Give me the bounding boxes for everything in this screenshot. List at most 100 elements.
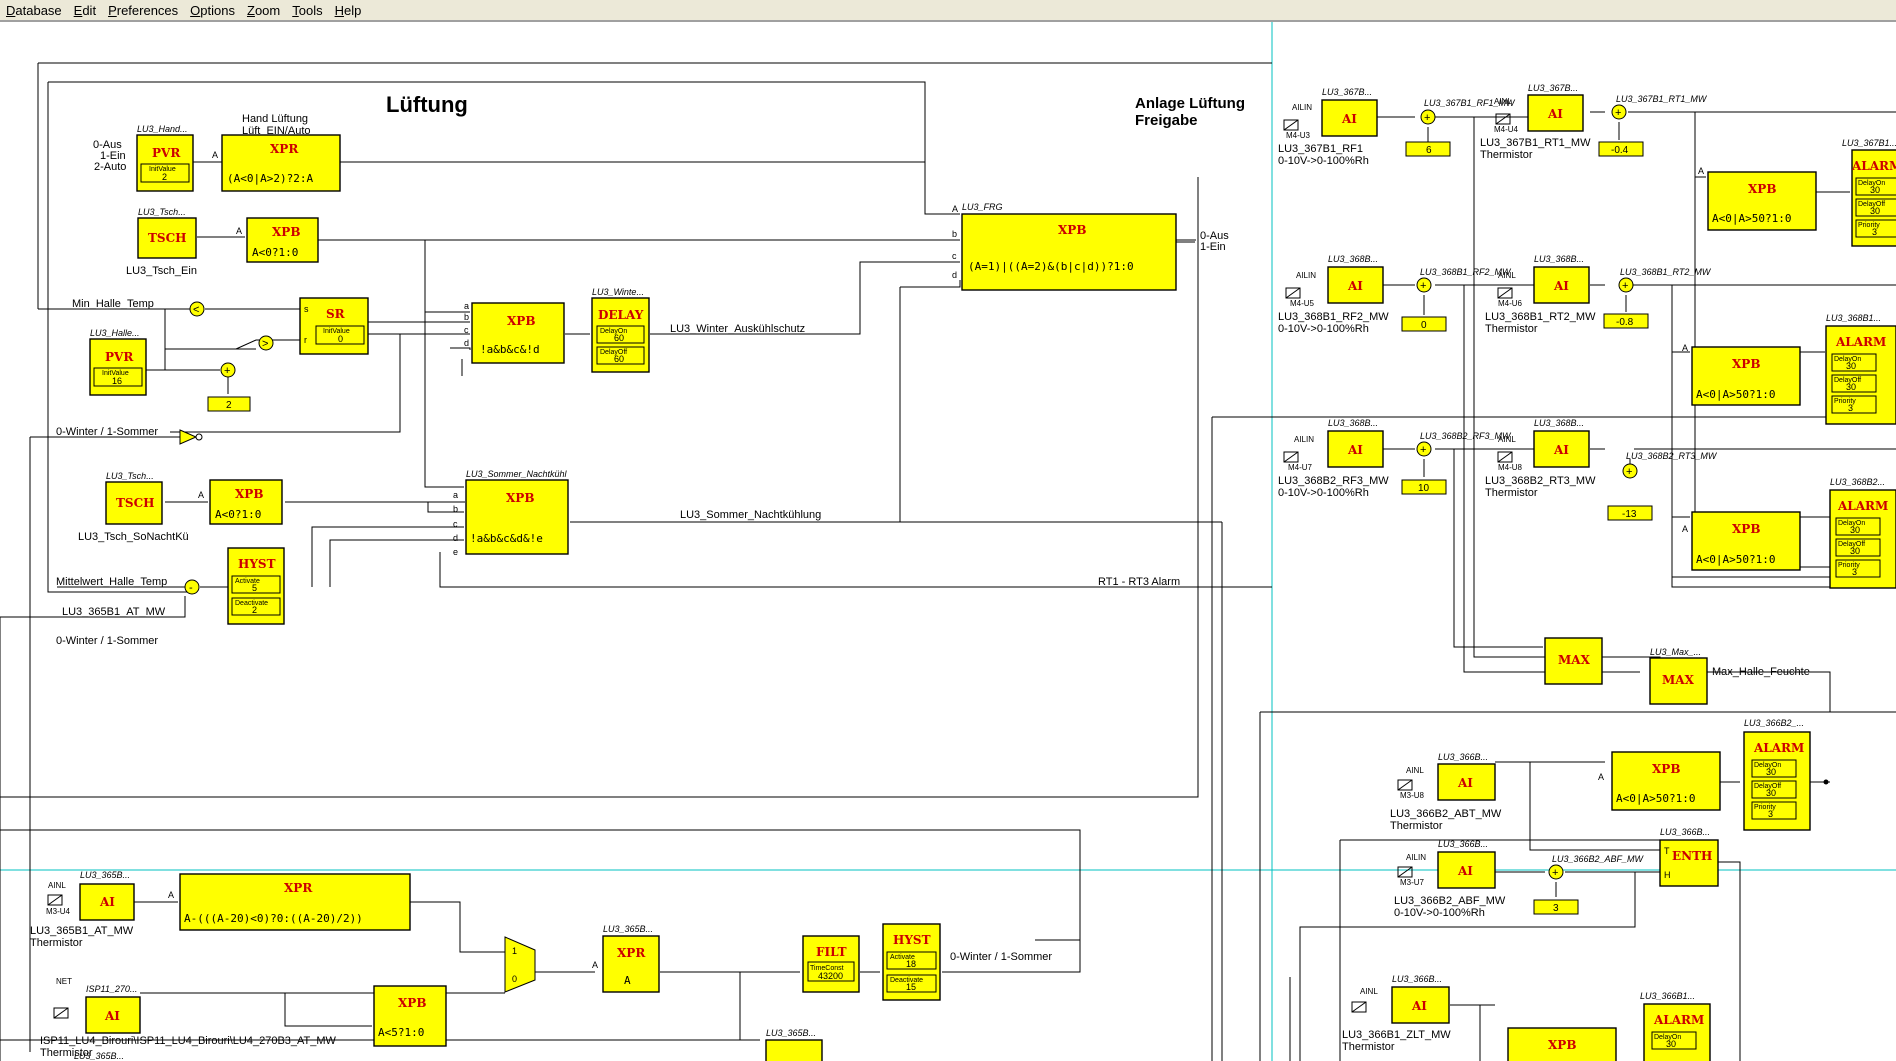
xpr-365-block[interactable]: XPR A-(((A-20)<0)?0:((A-20)/2)): [179, 873, 411, 931]
xpb-zlt-block[interactable]: XPB: [1507, 1027, 1617, 1061]
ai-abt-block[interactable]: LU3_366B... AI: [1437, 752, 1496, 801]
svg-text:0: 0: [338, 334, 343, 344]
label-rf1-range: 0-10V->0-100%Rh: [1278, 155, 1369, 167]
max-2-block[interactable]: LU3_Max_... MAX: [1649, 647, 1708, 705]
alarm-rt1-block[interactable]: LU3_367B1... ALARM DelayOn 30 DelayOff 3…: [1842, 138, 1896, 247]
tag-bottom-xpr-cut: LU3_365B...: [766, 1028, 816, 1038]
svg-text:-0.4: -0.4: [1611, 145, 1629, 156]
svg-text:LU3_366B2_...: LU3_366B2_...: [1744, 718, 1804, 728]
svg-text:DelayOn: DelayOn: [1654, 1034, 1681, 1041]
ainl-zlt-icon: AINL: [1351, 987, 1378, 1013]
svg-text:43200: 43200: [818, 971, 843, 981]
delay-winter-block[interactable]: LU3_Winte... DELAY DelayOn 60 DelayOff 6…: [591, 287, 650, 373]
xpb-tsch2-block[interactable]: XPB A<0?1:0: [209, 479, 283, 525]
xpb-frg-block[interactable]: XPB (A=1)|((A=2)&(b|c|d))?1:0: [961, 213, 1177, 291]
menu-options[interactable]: Options: [190, 2, 235, 18]
svg-text:30: 30: [1850, 546, 1860, 556]
svg-text:6: 6: [1426, 145, 1432, 156]
xpb-a5-block[interactable]: XPB A<5?1:0: [373, 985, 447, 1047]
svg-text:AI: AI: [1457, 864, 1473, 878]
svg-text:M4-U8: M4-U8: [1498, 463, 1523, 472]
svg-text:LU3_367B1...: LU3_367B1...: [1842, 138, 1896, 148]
xpr-a-block[interactable]: LU3_365B... XPR A: [602, 924, 660, 993]
xpb-rt1-block[interactable]: XPB A<0|A>50?1:0: [1707, 171, 1817, 231]
svg-text:M4-U5: M4-U5: [1290, 299, 1315, 308]
label-isp-thermistor: Thermistor: [40, 1047, 93, 1059]
hyst-2-block[interactable]: HYST Activate 18 Deactivate 15: [882, 923, 941, 1001]
svg-text:+: +: [1424, 112, 1430, 124]
menu-edit[interactable]: Edit: [73, 2, 97, 18]
alarm-zlt-block[interactable]: LU3_366B1... ALARM DelayOn 30: [1640, 991, 1711, 1061]
ai-rt2-block[interactable]: LU3_368B... AI: [1533, 254, 1590, 304]
hyst-1-block[interactable]: HYST Activate 5 Deactivate 2: [227, 547, 285, 625]
op-plus-rf2: +: [1416, 277, 1432, 293]
ai-rt1-block[interactable]: LU3_367B... AI: [1527, 83, 1584, 132]
svg-text:ISP11_270...: ISP11_270...: [86, 984, 137, 994]
xpb-rt3-block[interactable]: XPB A<0|A>50?1:0: [1691, 511, 1801, 571]
ai-rf3-block[interactable]: LU3_368B... AI: [1327, 418, 1384, 468]
ainl-rt2-icon: AINL M4-U6: [1497, 271, 1523, 308]
wire-label-rf3: LU3_368B2_RF3_MW: [1420, 431, 1512, 441]
alarm-rt2-block[interactable]: LU3_368B1... ALARM DelayOn 30 DelayOff 3…: [1825, 313, 1896, 425]
svg-text:30: 30: [1850, 525, 1860, 535]
pvr-halle-block[interactable]: LU3_Halle... PVR InitValue 16: [89, 328, 147, 396]
ai-zlt-block[interactable]: LU3_366B... AI: [1391, 974, 1450, 1024]
function-block-diagram[interactable]: Lüftung Anlage Lüftung Freigabe LU3_Hand…: [0, 22, 1896, 1061]
label-1-ein: 1-Ein: [100, 150, 126, 162]
svg-text:>: >: [262, 338, 268, 350]
diagram-canvas[interactable]: Lüftung Anlage Lüftung Freigabe LU3_Hand…: [0, 22, 1896, 1061]
tsch-so-block[interactable]: LU3_Tsch... TSCH: [105, 471, 163, 525]
pin-mux-0: 0: [512, 974, 517, 984]
bottom-cut-block[interactable]: [765, 1039, 823, 1061]
menu-help[interactable]: Help: [334, 2, 362, 18]
svg-text:DelayOn: DelayOn: [1858, 180, 1885, 187]
menu-tools[interactable]: Tools: [292, 2, 323, 18]
sr-block[interactable]: SR s r InitValue 0: [299, 297, 369, 355]
ai-rf1-block[interactable]: LU3_367B... AI: [1321, 87, 1378, 137]
xpr-hand-block[interactable]: XPR (A<0|A>2)?2:A: [221, 134, 341, 192]
label-abt-thermistor: Thermistor: [1390, 820, 1443, 832]
svg-text:XPB: XPB: [1732, 357, 1760, 371]
xpb-rt2-block[interactable]: XPB A<0|A>50?1:0: [1691, 346, 1801, 406]
svg-text:r: r: [304, 335, 307, 345]
ai-rf2-block[interactable]: LU3_368B... AI: [1327, 254, 1384, 304]
ai-isp-block[interactable]: ISP11_270... AI: [85, 984, 141, 1034]
label-abt: LU3_366B2_ABT_MW: [1390, 808, 1502, 820]
svg-text:InitValue: InitValue: [323, 328, 350, 335]
alarm-rt3-block[interactable]: LU3_368B2... ALARM DelayOn 30 DelayOff 3…: [1829, 477, 1896, 589]
pin-c-w: c: [464, 325, 469, 335]
wire-label-rf2: LU3_368B1_RF2_MW: [1420, 267, 1512, 277]
ainl-abf-icon: AILIN M3-U7: [1397, 853, 1426, 887]
svg-text:LU3_365B...: LU3_365B...: [603, 924, 653, 934]
tsch-ein-block[interactable]: LU3_Tsch... TSCH: [137, 207, 197, 259]
ai-365b1-block[interactable]: LU3_365B... AI: [79, 870, 135, 921]
svg-text:5: 5: [252, 583, 257, 593]
svg-text:30: 30: [1870, 206, 1880, 216]
xpb-abt-block[interactable]: XPB A<0|A>50?1:0: [1611, 751, 1721, 811]
svg-text:Priority: Priority: [1754, 804, 1776, 811]
mux-block[interactable]: [504, 936, 536, 993]
enth-block[interactable]: LU3_366B... ENTH T H: [1659, 827, 1719, 887]
filt-block[interactable]: FILT TimeConst 43200: [802, 935, 860, 993]
xpb-winter-block[interactable]: XPB !a&b&c&!d: [471, 302, 565, 364]
xpb-tsch-block[interactable]: XPB A<0?1:0: [246, 217, 319, 263]
alarm-abt-block[interactable]: LU3_366B2_... ALARM DelayOn 30 DelayOff …: [1743, 718, 1811, 831]
menu-zoom[interactable]: Zoom: [246, 2, 281, 18]
ai-rt3-block[interactable]: LU3_368B... AI: [1533, 418, 1590, 468]
max-1-block[interactable]: MAX: [1544, 637, 1603, 685]
menu-preferences[interactable]: Preferences: [108, 2, 179, 18]
svg-text:(A=1)|((A=2)&(b|c|d))?1:0: (A=1)|((A=2)&(b|c|d))?1:0: [968, 260, 1134, 273]
ainl-rt3-icon: AINL M4-U8: [1497, 435, 1523, 472]
svg-text:LU3_366B...: LU3_366B...: [1438, 752, 1488, 762]
svg-text:LU3_Hand...: LU3_Hand...: [137, 124, 188, 134]
svg-text:DelayOff: DelayOff: [1858, 201, 1885, 208]
svg-text:M4-U4: M4-U4: [1494, 125, 1519, 134]
svg-text:DelayOn: DelayOn: [1838, 520, 1865, 527]
svg-text:XPR: XPR: [617, 946, 646, 960]
xpb-sommer-block[interactable]: XPB !a&b&c&d&!e: [465, 479, 569, 555]
ai-abf-block[interactable]: LU3_366B... AI: [1437, 839, 1496, 889]
svg-text:30: 30: [1666, 1039, 1676, 1049]
menu-database[interactable]: Database: [6, 2, 62, 18]
pvr-hand-block[interactable]: LU3_Hand... PVR InitValue 2: [136, 124, 194, 192]
svg-text:LU3_Winte...: LU3_Winte...: [592, 287, 644, 297]
